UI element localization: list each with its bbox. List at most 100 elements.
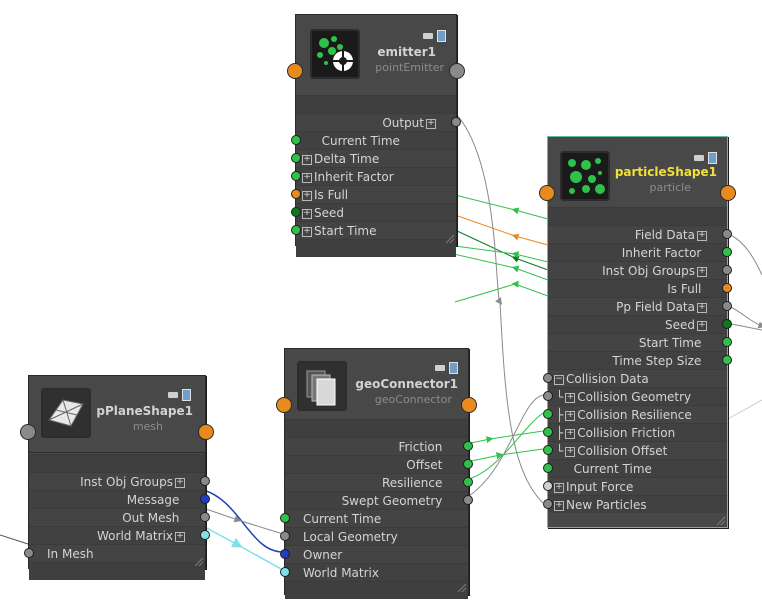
output-port[interactable] [722,247,732,257]
resize-grip[interactable] [717,517,725,525]
input-port[interactable] [543,391,553,401]
pin-icon[interactable] [435,364,445,371]
resize-grip[interactable] [195,558,203,566]
particle-node[interactable]: particleShape1 particle Field Data+ Inhe… [539,136,736,528]
attr-is-full[interactable]: Is Full [548,279,732,297]
pin-icon[interactable] [423,32,433,39]
header-output-port[interactable] [461,397,477,413]
output-port[interactable] [200,494,210,504]
attr-input-force[interactable]: +Input Force [543,477,727,495]
input-port[interactable] [291,189,301,199]
input-port[interactable] [291,171,301,181]
attr-inherit-factor[interactable]: +Inherit Factor [291,167,456,185]
output-port[interactable] [451,117,461,127]
attr-seed[interactable]: Seed+ [548,315,732,333]
node-header-icons[interactable] [694,147,717,166]
attr-delta-time[interactable]: +Delta Time [291,149,456,167]
input-port[interactable] [543,427,553,437]
node-header[interactable]: emitter1 pointEmitter [287,15,465,104]
resize-grip[interactable] [458,584,466,592]
header-input-port[interactable] [539,185,555,201]
output-port[interactable] [722,355,732,365]
output-port[interactable] [722,229,732,239]
node-header-icons[interactable] [423,25,446,44]
page-icon[interactable] [182,388,191,401]
page-icon[interactable] [437,29,446,42]
attr-world-matrix[interactable]: World Matrix [280,563,468,581]
header-input-port[interactable] [276,397,292,413]
attr-swept-geometry[interactable]: Swept Geometry [285,491,473,509]
attr-in-mesh[interactable]: In Mesh [24,544,205,562]
attr-collision-friction[interactable]: ├+Collision Friction [543,423,727,441]
output-port[interactable] [200,476,210,486]
attr-local-geometry[interactable]: Local Geometry [280,527,468,545]
attr-current-time[interactable]: Current Time [291,131,456,149]
resize-grip[interactable] [446,235,454,243]
input-port[interactable] [543,373,553,383]
attr-inst-obj-groups[interactable]: Inst Obj Groups+ [548,261,732,279]
output-port[interactable] [722,283,732,293]
attr-collision-resilience[interactable]: ├+Collision Resilience [543,405,727,423]
output-port[interactable] [463,459,473,469]
pplaneshape-node[interactable]: pPlaneShape1 mesh Inst Obj Groups+ Messa… [20,375,214,580]
attr-inst-obj-groups[interactable]: Inst Obj Groups+ [29,472,210,490]
input-port[interactable] [280,531,290,541]
output-port[interactable] [722,265,732,275]
attr-owner[interactable]: Owner [280,545,468,563]
output-port[interactable] [200,512,210,522]
attr-current-time[interactable]: Current Time [543,459,727,477]
page-icon[interactable] [449,361,458,374]
header-input-port[interactable] [20,424,36,440]
node-header-icons[interactable] [168,384,191,403]
output-port[interactable] [200,530,210,540]
node-header[interactable]: pPlaneShape1 mesh [20,376,214,453]
input-port[interactable] [291,153,301,163]
attr-new-particles[interactable]: +New Particles [543,495,727,513]
attr-resilience[interactable]: Resilience [285,473,473,491]
attr-out-mesh[interactable]: Out Mesh [29,508,210,526]
header-input-port[interactable] [287,63,303,79]
input-port[interactable] [280,513,290,523]
page-icon[interactable] [708,151,717,164]
input-port[interactable] [543,409,553,419]
output-port[interactable] [463,477,473,487]
input-port[interactable] [280,549,290,559]
pin-icon[interactable] [168,391,178,398]
attr-field-data[interactable]: Field Data+ [548,225,732,243]
node-header-icons[interactable] [435,357,458,376]
attr-collision-offset[interactable]: └+Collision Offset [543,441,727,459]
attr-start-time[interactable]: +Start Time [291,221,456,239]
emitter-node[interactable]: emitter1 pointEmitter Output+ Current Ti… [287,14,465,257]
output-port[interactable] [722,301,732,311]
attr-collision-data[interactable]: −Collision Data [543,369,727,387]
input-port[interactable] [543,463,553,473]
header-output-port[interactable] [198,424,214,440]
input-port[interactable] [24,548,34,558]
attr-offset[interactable]: Offset [285,455,473,473]
output-port[interactable] [463,495,473,505]
input-port[interactable] [291,135,301,145]
input-port[interactable] [543,499,553,509]
header-output-port[interactable] [449,63,465,79]
attr-message[interactable]: Message [29,490,210,508]
output-port[interactable] [722,337,732,347]
header-output-port[interactable] [720,185,736,201]
attr-friction[interactable]: Friction [285,437,473,455]
attr-world-matrix[interactable]: World Matrix+ [29,526,210,544]
input-port[interactable] [280,567,290,577]
input-port[interactable] [543,445,553,455]
attr-inherit-factor[interactable]: Inherit Factor [548,243,732,261]
geoconnector-node[interactable]: geoConnector1 geoConnector Friction Offs… [276,348,477,599]
attr-output[interactable]: Output+ [296,113,461,131]
attr-is-full[interactable]: +Is Full [291,185,456,203]
output-port[interactable] [722,319,732,329]
input-port[interactable] [291,207,301,217]
attr-seed[interactable]: +Seed [291,203,456,221]
attr-time-step-size[interactable]: Time Step Size [548,351,732,369]
attr-collision-geometry[interactable]: └+Collision Geometry [543,387,727,405]
input-port[interactable] [291,225,301,235]
input-port[interactable] [543,481,553,491]
attr-current-time[interactable]: Current Time [280,509,468,527]
attr-start-time[interactable]: Start Time [548,333,732,351]
pin-icon[interactable] [694,154,704,161]
